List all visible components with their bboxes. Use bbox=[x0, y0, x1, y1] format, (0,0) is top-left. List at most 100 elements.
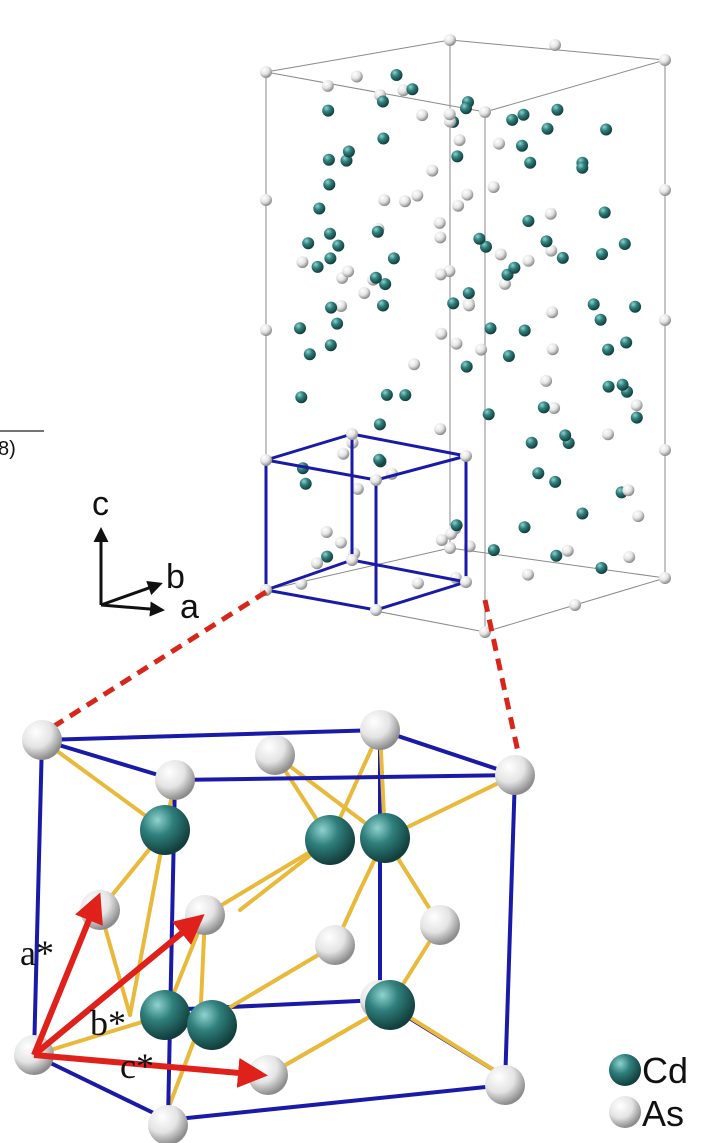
supercell-as-atom bbox=[358, 287, 371, 299]
supercell-cd-atom bbox=[302, 237, 315, 250]
supercell-as-atom bbox=[378, 194, 391, 207]
as-atom bbox=[155, 760, 195, 800]
supercell-cd-atom bbox=[532, 467, 545, 480]
vector-label-b-star: b* bbox=[90, 1003, 126, 1043]
supercell-cd-atom bbox=[480, 240, 492, 253]
supercell-as-atom bbox=[435, 327, 448, 340]
supercell-as-atom bbox=[475, 343, 488, 356]
supercell-as-atom bbox=[493, 137, 505, 150]
supercell-as-atom bbox=[399, 195, 411, 208]
supercell-as-atom bbox=[602, 428, 614, 441]
supercell-cd-atom bbox=[324, 339, 337, 352]
supercell-corner-atom bbox=[479, 626, 491, 638]
supercell-as-atom bbox=[632, 510, 645, 523]
supercell-as-atom bbox=[561, 544, 574, 557]
supercell-as-atom bbox=[433, 216, 446, 229]
unit-cell-corner-atom bbox=[346, 554, 358, 566]
bond bbox=[128, 828, 167, 1017]
supercell-corner-atom bbox=[444, 34, 456, 46]
supercell-cd-atom bbox=[460, 102, 472, 115]
supercell-cd-atom bbox=[313, 202, 326, 215]
supercell-cd-atom bbox=[618, 238, 631, 250]
a-star-arrow bbox=[31, 892, 103, 1057]
supercell-cd-atom bbox=[377, 299, 389, 312]
supercell-as-atom bbox=[434, 231, 447, 244]
supercell-cd-atom bbox=[595, 562, 608, 574]
unit-cell-corner-atom bbox=[460, 576, 472, 588]
supercell-cd-atom bbox=[598, 206, 611, 219]
supercell-as-atom bbox=[443, 108, 456, 121]
supercell-cd-atom bbox=[377, 132, 390, 145]
supercell-cd-atom bbox=[303, 348, 316, 361]
supercell-as-atom bbox=[434, 423, 447, 436]
supercell-as-atom bbox=[351, 482, 364, 495]
supercell-as-atom bbox=[522, 254, 535, 267]
supercell-cd-atom bbox=[322, 153, 335, 166]
supercell-cd-atom bbox=[447, 297, 460, 310]
supercell-as-atom bbox=[452, 199, 465, 212]
supercell-as-atom bbox=[416, 109, 429, 122]
unit-cell-corner-atom bbox=[370, 604, 382, 616]
supercell-cd-atom bbox=[629, 300, 642, 313]
as-atom bbox=[255, 735, 295, 775]
supercell-as-atom bbox=[453, 134, 466, 147]
cd-atom bbox=[140, 805, 190, 855]
supercell-cd-atom bbox=[522, 215, 535, 227]
supercell-cd-atom bbox=[620, 336, 633, 349]
supercell-cd-atom bbox=[487, 544, 500, 557]
b-axis-arrow bbox=[100, 580, 163, 607]
cd-atom bbox=[360, 813, 410, 863]
supercell-cd-atom bbox=[294, 322, 306, 335]
supercell-cd-atom bbox=[473, 232, 486, 245]
supercell-cd-atom bbox=[324, 252, 337, 265]
cd-atom bbox=[187, 1000, 237, 1050]
supercell-cd-atom bbox=[324, 227, 336, 240]
supercell-cd-atom bbox=[450, 519, 463, 532]
zoom-link-right bbox=[482, 599, 521, 753]
supercell-cd-atom bbox=[517, 108, 530, 121]
supercell-as-atom bbox=[494, 248, 507, 261]
supercell-corner-atom bbox=[549, 39, 561, 51]
supercell-corner-atom bbox=[659, 444, 671, 456]
as-atom bbox=[485, 1065, 525, 1105]
supercell-corner-atom bbox=[659, 314, 671, 326]
supercell-cd-atom bbox=[616, 378, 629, 391]
as-atom bbox=[495, 755, 535, 795]
supercell-corner-atom bbox=[444, 542, 456, 554]
unit-cell-corner-atom bbox=[346, 428, 358, 440]
supercell-cd-atom bbox=[518, 521, 531, 534]
supercell-as-atom bbox=[411, 577, 424, 590]
supercell-cd-atom bbox=[462, 287, 475, 300]
supercell-as-atom bbox=[499, 277, 511, 290]
supercell-cd-atom bbox=[630, 411, 643, 424]
supercell-cd-atom bbox=[556, 251, 569, 264]
legend-swatch-as bbox=[609, 1096, 641, 1128]
supercell-as-atom bbox=[540, 374, 553, 387]
supercell-cd-atom bbox=[550, 549, 563, 562]
supercell-cd-atom bbox=[596, 248, 608, 261]
supercell-corner-atom bbox=[260, 324, 272, 336]
b-star-arrow bbox=[32, 914, 205, 1058]
supercell-cd-atom bbox=[380, 388, 393, 401]
axis-label-a: a bbox=[180, 588, 199, 626]
c-star-arrow bbox=[33, 1052, 268, 1088]
supercell-cd-atom bbox=[549, 475, 562, 488]
unit-cell-corner-atom bbox=[370, 474, 382, 486]
supercell-cd-atom bbox=[311, 260, 324, 273]
supercell-corner-atom bbox=[659, 54, 671, 66]
supercell-as-atom bbox=[623, 551, 636, 563]
supercell-cd-atom bbox=[576, 507, 589, 520]
as-atom bbox=[360, 710, 400, 750]
supercell-cd-atom bbox=[373, 418, 386, 431]
supercell-as-atom bbox=[397, 84, 410, 97]
supercell-cd-atom bbox=[551, 103, 564, 116]
cd-atom bbox=[305, 815, 355, 865]
reciprocal-vectors: a* b* c* bbox=[20, 892, 268, 1088]
unit-cell-corner-atom bbox=[460, 450, 472, 462]
fragment-text: 8) bbox=[0, 438, 16, 460]
supercell-as-atom bbox=[487, 181, 500, 193]
supercell-cd-atom bbox=[537, 401, 550, 414]
supercell-cd-atom bbox=[295, 391, 308, 404]
legend-label-as: As bbox=[642, 1093, 684, 1134]
